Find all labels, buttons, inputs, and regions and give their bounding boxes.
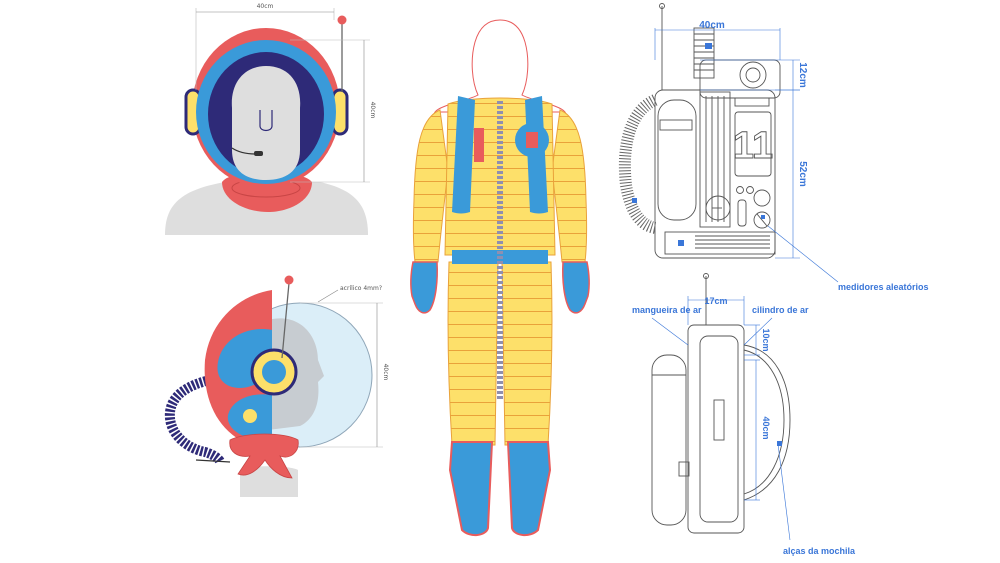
left-arm xyxy=(412,109,449,263)
side-helmet-material-label: acrílico 4mm? xyxy=(340,285,382,292)
gauges-label: medidores aleatórios xyxy=(838,282,929,292)
zipper xyxy=(497,100,503,400)
gauge-icon xyxy=(705,195,731,221)
backpack-width-label: 40cm xyxy=(699,20,725,31)
side-strap-curve xyxy=(743,344,791,501)
air-hose-coil xyxy=(164,375,225,464)
hose-label: mangueira de ar xyxy=(632,305,702,315)
air-cylinder xyxy=(657,99,697,221)
panel-number-box xyxy=(734,111,772,177)
front-face xyxy=(231,66,301,180)
backpack-back-dimensions xyxy=(654,28,839,283)
side-helmet-view: 40cm acrílico 4mm? xyxy=(164,275,389,497)
front-helmet-height-label: 40cm xyxy=(369,102,376,119)
left-leg xyxy=(447,261,499,446)
backpack-back-view: 11 xyxy=(618,3,781,259)
microphone-icon xyxy=(231,147,257,155)
backpack-body xyxy=(654,89,776,259)
right-arm xyxy=(551,109,588,263)
side-air-cylinder xyxy=(651,354,687,526)
side-helmet-height-label: 40cm xyxy=(382,364,389,381)
backpack-side-view xyxy=(651,273,791,534)
side-top-label: 10cm xyxy=(761,328,771,351)
side-width-label: 17cm xyxy=(704,296,727,306)
exhaust-tube xyxy=(693,27,715,79)
cylinder-label: cilindro de ar xyxy=(752,305,809,315)
right-boot xyxy=(506,441,552,536)
left-glove xyxy=(410,261,438,314)
backpack-side-dimensions xyxy=(651,296,791,541)
straps-label: alças da mochila xyxy=(783,546,856,556)
left-boot xyxy=(448,441,494,536)
side-backpack-body xyxy=(687,324,745,534)
side-height-label: 40cm xyxy=(761,416,771,439)
right-leg xyxy=(501,261,553,446)
front-helmet-width-label: 40cm xyxy=(257,3,274,10)
side-antenna xyxy=(281,282,290,359)
backpack-height-label: 52cm xyxy=(797,161,808,187)
front-helmet-view: 40cm 40cm xyxy=(165,3,376,235)
astronaut-full-body xyxy=(410,19,590,536)
back-air-hose xyxy=(618,94,658,234)
side-neck-collar xyxy=(229,433,299,479)
panel-number: 11 xyxy=(733,125,773,167)
backpack-top-height-label: 12cm xyxy=(797,62,808,88)
right-glove xyxy=(562,261,590,314)
